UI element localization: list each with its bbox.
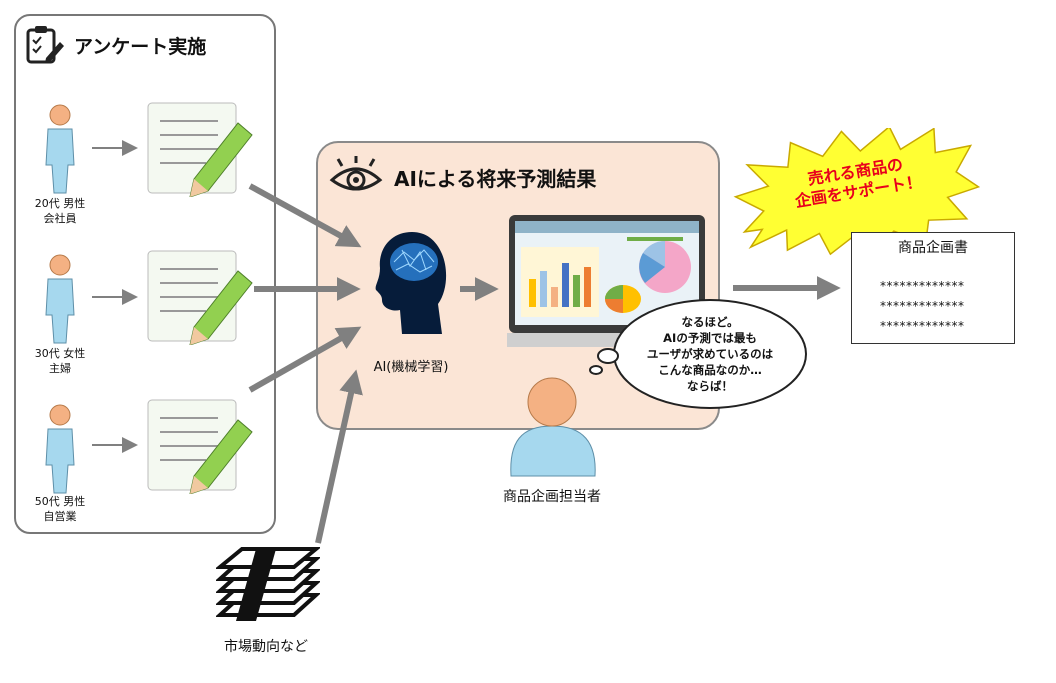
ai-brain-icon — [375, 232, 447, 334]
money-stack-icon — [216, 547, 320, 621]
respondent-2-age-gender: 30代 女性 — [34, 347, 86, 360]
respondent-3-age-gender: 50代 男性 — [34, 495, 86, 508]
person-icon-1 — [45, 104, 75, 194]
respondent-1-label: 20代 男性 会社員 — [30, 196, 90, 226]
ai-title: AIによる将来予測結果 — [394, 167, 597, 191]
survey-sheet-icon-2 — [147, 250, 253, 345]
planner-label: 商品企画担当者 — [503, 489, 601, 505]
person-icon-2 — [45, 254, 75, 344]
clipboard-icon — [26, 26, 64, 64]
plan-document-title: 商品企画書 — [898, 240, 968, 256]
thought-line-2: AIの予測では最も — [663, 331, 757, 345]
respondent-1-age-gender: 20代 男性 — [34, 197, 86, 210]
thought-line-5: ならば！ — [687, 379, 733, 393]
plan-document-line-1: ************* — [880, 279, 965, 293]
respondent-2-label: 30代 女性 主婦 — [30, 346, 90, 376]
respondent-3-occupation: 自営業 — [43, 510, 77, 523]
ai-model-label: AI(機械学習) — [373, 360, 449, 375]
market-label: 市場動向など — [224, 639, 308, 655]
burst-shape — [733, 128, 980, 256]
person-icon-3 — [45, 404, 75, 494]
plan-document-line-2: ************* — [880, 299, 965, 313]
thought-bubble-text: なるほど。 AIの予測では最も ユーザが求めているのは こんな商品なのか… なら… — [613, 314, 807, 394]
pie-chart-icon — [605, 240, 691, 313]
bar-chart-icon — [529, 263, 591, 307]
thought-line-4: こんな商品なのか… — [658, 363, 762, 377]
plan-document-line-3: ************* — [880, 319, 965, 333]
respondent-1-occupation: 会社員 — [43, 212, 77, 225]
survey-sheet-icon-1 — [147, 102, 253, 197]
survey-sheet-icon-3 — [147, 399, 253, 494]
thought-bubble — [589, 299, 807, 409]
respondent-2-occupation: 主婦 — [49, 362, 71, 375]
respondent-3-label: 50代 男性 自営業 — [30, 494, 90, 524]
thought-line-3: ユーザが求めているのは — [646, 347, 774, 361]
planner-icon — [510, 377, 596, 477]
survey-title: アンケート実施 — [74, 36, 207, 58]
plan-document: 商品企画書 ************* ************* ******… — [851, 232, 1015, 344]
thought-line-1: なるほど。 — [681, 315, 739, 329]
eye-icon — [329, 156, 383, 191]
monitor-icon — [507, 215, 707, 347]
